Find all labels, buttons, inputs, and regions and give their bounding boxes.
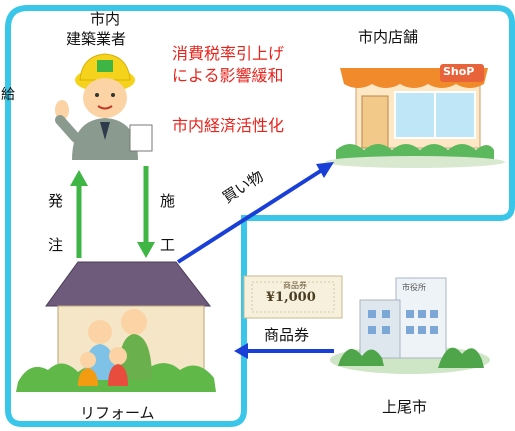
city-hall-illustration xyxy=(330,277,490,374)
construction-label-1: 施 xyxy=(160,192,176,210)
city-hall-label: 上尾市 xyxy=(382,398,428,416)
house-illustration xyxy=(16,261,216,392)
construction-label-2: 工 xyxy=(160,236,176,254)
contractor-label-line1: 市内 xyxy=(90,10,121,28)
shopping-arrow xyxy=(176,168,324,264)
store-illustration xyxy=(325,64,505,168)
order-label-1: 発 xyxy=(48,192,64,210)
construction-arrowhead xyxy=(137,242,155,258)
effect-text-2: による影響緩和 xyxy=(172,66,284,85)
effect-text-3: 市内経済活性化 xyxy=(172,116,285,135)
voucher-illustration xyxy=(243,275,343,319)
city-hall-sign: 市役所 xyxy=(402,283,426,292)
contractor-label-line2: 建築業者 xyxy=(66,30,127,48)
order-label-2: 注 xyxy=(48,236,64,254)
store-label: 市内店舗 xyxy=(358,28,419,46)
order-arrowhead xyxy=(70,170,88,186)
voucher-title: 商品券 xyxy=(283,281,307,290)
contractor-illustration xyxy=(55,53,153,160)
store-sign: ShoP xyxy=(443,65,475,78)
voucher-amount: ¥1,000 xyxy=(266,290,316,305)
edge-fragment-text: 給 xyxy=(1,87,15,103)
shopping-arrowhead xyxy=(316,162,334,178)
voucher-flow-label: 商品券 xyxy=(264,326,310,344)
effect-text-1: 消費税率引上げ xyxy=(172,44,285,63)
voucher-arrowhead xyxy=(234,343,248,359)
house-label: リフォーム xyxy=(80,404,155,422)
